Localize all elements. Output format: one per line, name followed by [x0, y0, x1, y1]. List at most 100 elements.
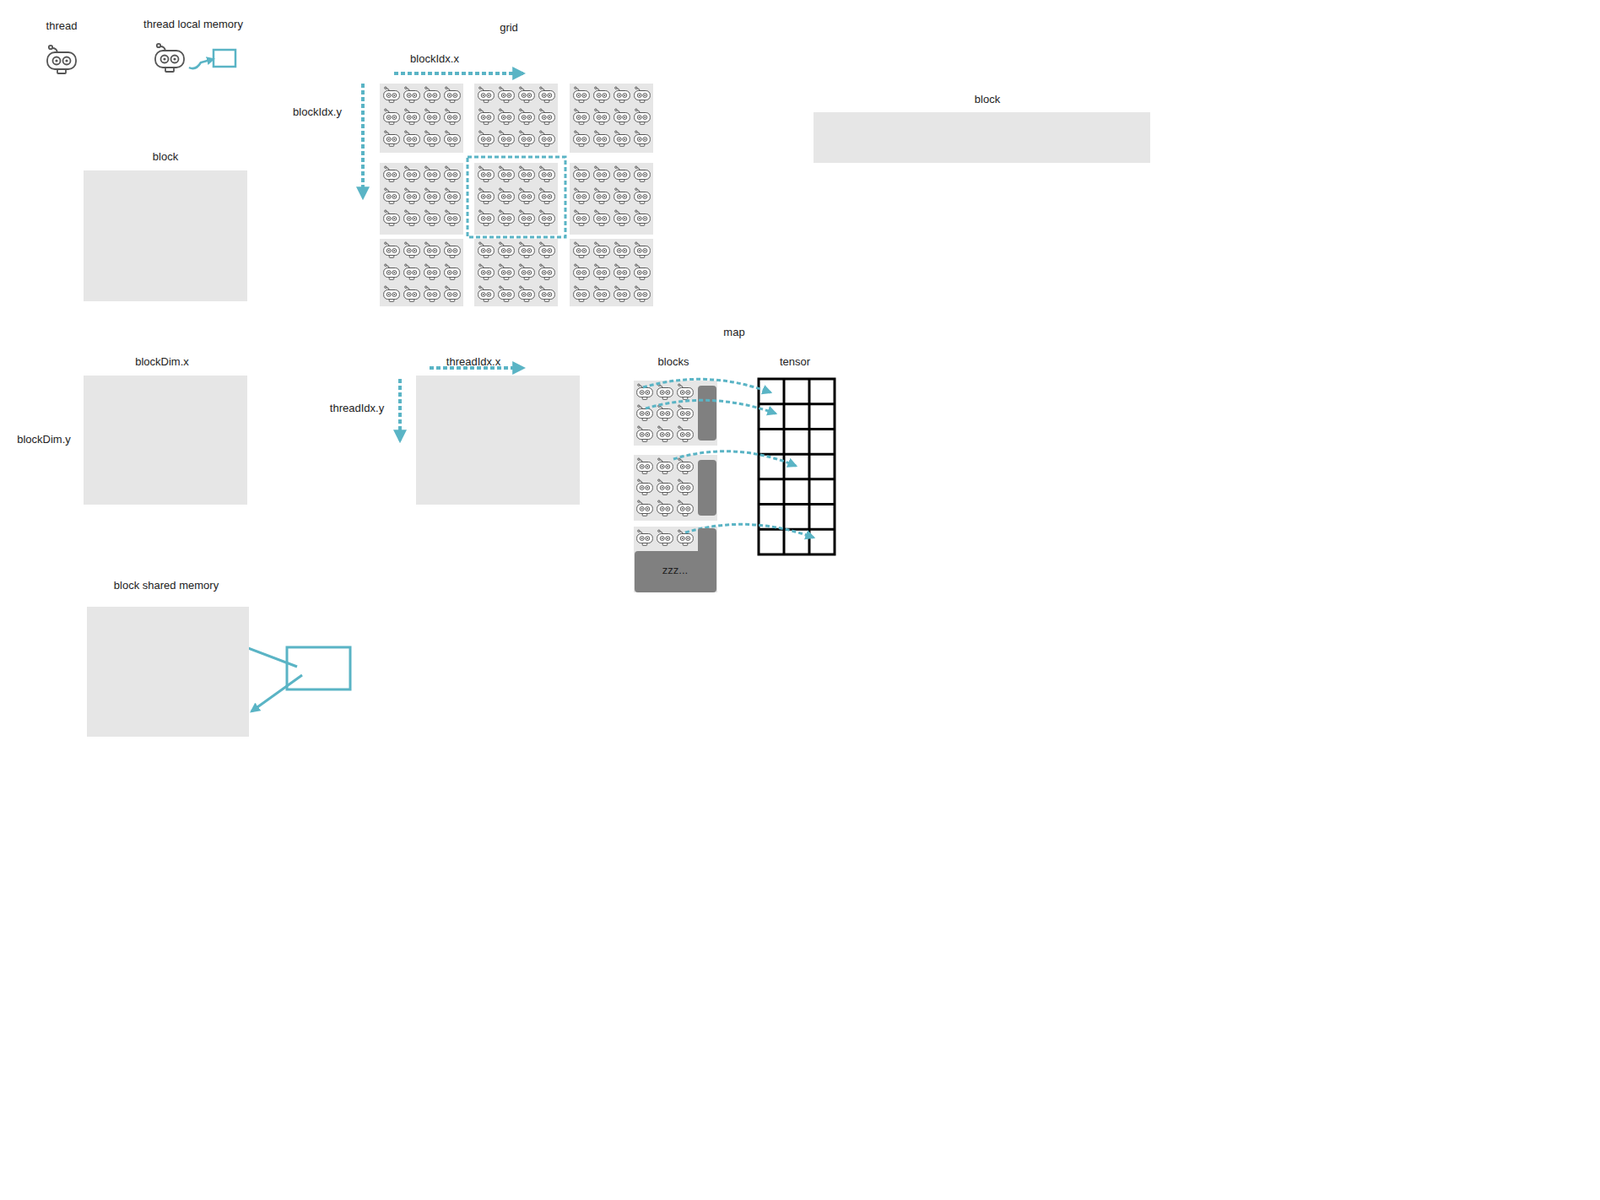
thread-robot — [594, 86, 611, 103]
thread-robot — [518, 86, 536, 103]
block-panel — [474, 83, 558, 153]
label: tensor — [779, 355, 811, 369]
thread-robot — [404, 130, 421, 146]
thread-robot — [404, 188, 421, 204]
thread-robot — [539, 130, 556, 146]
thread-robot — [634, 86, 651, 103]
block-panel: threadIdx.xthreadIdx.y — [416, 375, 580, 505]
block-panel: block shared memory — [86, 606, 249, 737]
shared-memory-box — [286, 647, 351, 690]
thread-robot — [637, 458, 654, 474]
node-text: block — [974, 92, 1000, 107]
thread-robot — [573, 188, 590, 204]
label: thread local memory — [143, 17, 244, 32]
tensor-line — [758, 477, 835, 481]
memory-link — [251, 675, 303, 712]
thread-robot — [594, 264, 611, 280]
thread-robot — [518, 166, 536, 182]
thread-robot — [657, 383, 674, 400]
thread-robot — [404, 286, 421, 302]
thread-robot — [677, 500, 694, 516]
sleep-shape — [633, 526, 718, 593]
thread-robot — [383, 242, 400, 258]
thread-robot — [478, 166, 495, 182]
thread-robot — [424, 242, 441, 258]
node-text: blockDim.x — [135, 355, 190, 369]
thread-robot — [539, 286, 556, 302]
thread-robot — [424, 108, 441, 125]
node-text: blockDim.y — [16, 432, 71, 447]
thread-robot — [444, 130, 461, 146]
thread-robot — [573, 166, 590, 182]
thread-robot — [383, 166, 400, 182]
thread-robot — [444, 242, 461, 258]
thread-robot — [444, 86, 461, 103]
thread-robot — [539, 242, 556, 258]
thread-robot — [404, 264, 421, 280]
thread-robot — [614, 188, 631, 204]
thread-robot — [478, 108, 495, 125]
thread-robot — [498, 210, 515, 226]
thread-robot — [424, 188, 441, 204]
thread-robot — [634, 130, 651, 146]
thread-robot — [518, 264, 536, 280]
thread-robot — [444, 210, 461, 226]
thread-robot — [573, 242, 590, 258]
thread-robot — [498, 242, 515, 258]
thread-robot — [383, 210, 400, 226]
block-panel: block — [83, 170, 248, 302]
thread-robot — [444, 108, 461, 125]
sleep-shape-path — [634, 528, 717, 593]
thread-robot — [444, 286, 461, 302]
axis-arrow — [398, 378, 402, 441]
thread-robot — [424, 286, 441, 302]
thread-robot — [478, 188, 495, 204]
idle-bar — [697, 385, 717, 441]
thread-robot — [637, 405, 654, 421]
thread-robot — [614, 264, 631, 280]
thread-robot — [478, 286, 495, 302]
thread-robot — [478, 210, 495, 226]
thread-robot — [404, 108, 421, 125]
thread-robot — [404, 166, 421, 182]
thread-robot — [657, 405, 674, 421]
thread-robot — [383, 188, 400, 204]
thread-robot — [657, 479, 674, 495]
thread-robot — [637, 529, 654, 546]
block-panel: block — [813, 112, 1151, 163]
block-panel — [569, 238, 654, 307]
block-panel — [474, 238, 558, 307]
thread-robot — [634, 108, 651, 125]
memory-link — [189, 59, 214, 69]
label: grid — [499, 21, 519, 35]
thread-robot — [573, 108, 590, 125]
thread-robot — [614, 242, 631, 258]
thread-robot — [634, 188, 651, 204]
thread-robot — [404, 210, 421, 226]
thread-robot — [478, 242, 495, 258]
thread-robot — [444, 188, 461, 204]
block-panel — [569, 83, 654, 153]
thread-robot — [614, 108, 631, 125]
thread-robot — [498, 188, 515, 204]
thread-robot — [614, 210, 631, 226]
thread-robot — [539, 264, 556, 280]
thread-robot — [634, 242, 651, 258]
thread-robot — [383, 264, 400, 280]
thread-robot — [424, 130, 441, 146]
thread-robot — [383, 130, 400, 146]
thread-robot — [594, 108, 611, 125]
node-text: threadIdx.x — [446, 355, 501, 369]
node-text: block — [152, 150, 179, 164]
thread-robot — [383, 286, 400, 302]
thread-robot — [634, 166, 651, 182]
block-panel — [379, 162, 464, 235]
label: map — [723, 325, 745, 340]
thread-robot — [594, 242, 611, 258]
thread-robot — [634, 286, 651, 302]
thread-robot — [539, 188, 556, 204]
tensor-line — [758, 453, 835, 456]
thread-robot — [498, 166, 515, 182]
thread-robot — [614, 286, 631, 302]
thread-robot — [498, 286, 515, 302]
